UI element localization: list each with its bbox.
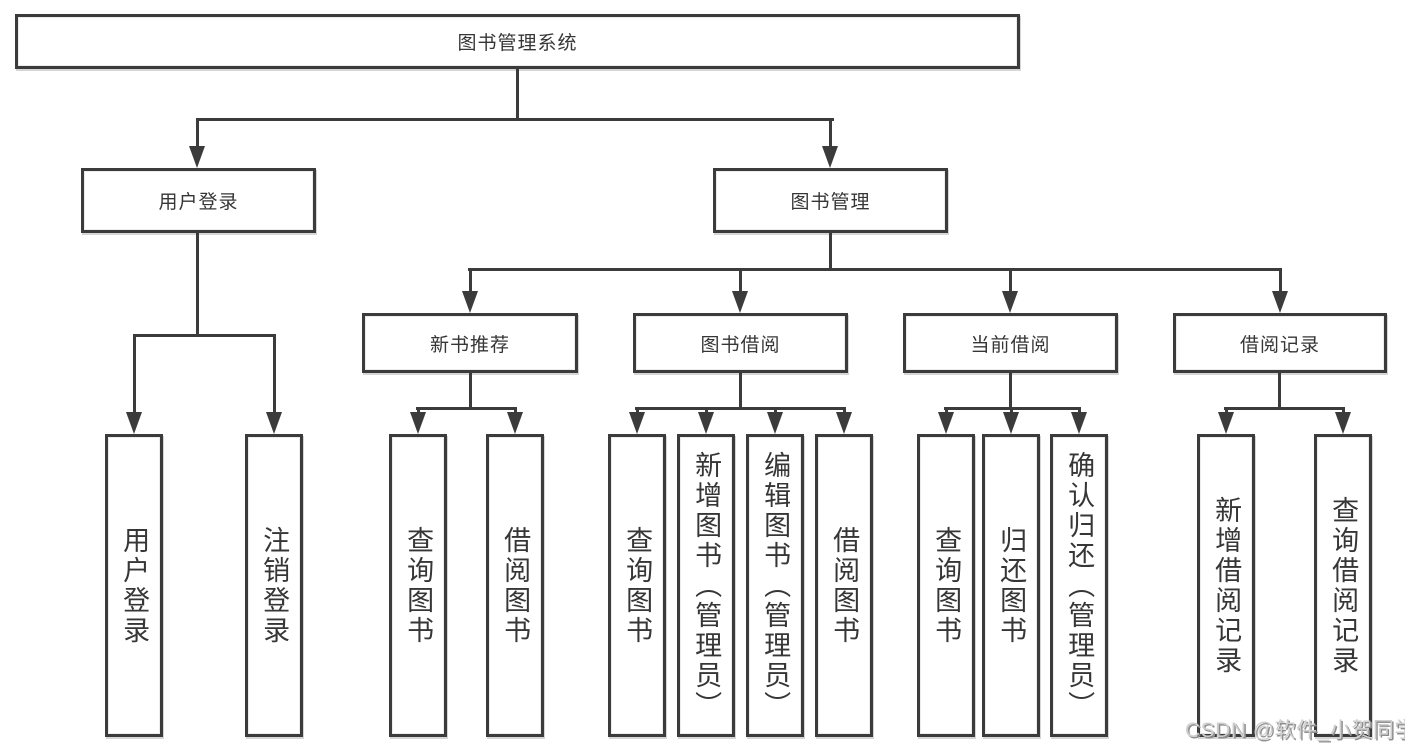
arrow-down-icon: [1071, 412, 1087, 434]
leaf-current-query: 查询图书: [917, 434, 975, 737]
node-current-borrow: 当前借阅: [903, 313, 1118, 373]
node-label: 当前借阅: [970, 334, 1051, 356]
node-label: 注销登录: [259, 525, 290, 646]
connector-leaf-drop: [1225, 407, 1228, 415]
connector-group-stem: [469, 373, 472, 409]
connector-leaf-drop: [1010, 407, 1013, 415]
connector-leaf-drop: [417, 407, 420, 415]
leaf-newbooks-borrow: 借阅图书: [486, 434, 544, 737]
node-label: 查询图书: [931, 525, 962, 646]
connector-group-drop: [1009, 268, 1012, 293]
node-label: 图书借阅: [700, 334, 781, 356]
node-label: 图书管理: [790, 192, 871, 213]
arrow-down-icon: [410, 412, 426, 434]
node-label: 借阅图书: [829, 525, 860, 646]
node-label: 借阅记录: [1239, 334, 1320, 356]
node-label: 查询借阅记录: [1328, 495, 1359, 676]
connector-leaf-rail: [1224, 407, 1345, 410]
arrow-down-icon: [629, 412, 645, 434]
node-book-management: 图书管理: [713, 168, 948, 233]
node-book-borrow: 图书借阅: [633, 313, 848, 373]
csdn-watermark: CSDN @软件_小贺同学: [1185, 719, 1405, 742]
leaf-logout: 注销登录: [245, 434, 303, 737]
arrow-down-icon: [126, 412, 142, 434]
arrow-down-icon: [507, 412, 523, 434]
arrow-down-icon: [462, 291, 478, 313]
node-label: 归还图书: [996, 525, 1027, 646]
arrow-down-icon: [1272, 291, 1288, 313]
node-label: 借阅图书: [500, 525, 531, 646]
connector-mgmt-stem: [829, 233, 832, 271]
node-new-book-recommend: 新书推荐: [362, 313, 578, 373]
connector-login-rail: [133, 334, 276, 337]
connector-root-stem: [516, 68, 519, 121]
connector-group-drop: [739, 268, 742, 293]
leaf-borrow-borrow: 借阅图书: [815, 434, 873, 737]
arrow-down-icon: [189, 146, 205, 168]
node-label: 查询图书: [403, 525, 434, 646]
node-label: 新增图书（管理员）: [691, 450, 722, 721]
arrow-down-icon: [698, 412, 714, 434]
leaf-records-query: 查询借阅记录: [1314, 434, 1372, 737]
connector-leaf-rail: [635, 407, 846, 410]
arrow-down-icon: [266, 412, 282, 434]
leaf-user-login: 用户登录: [105, 434, 163, 737]
connector-group-stem: [739, 373, 742, 409]
arrow-down-icon: [822, 146, 838, 168]
leaf-records-add: 新增借阅记录: [1197, 434, 1255, 737]
node-label: 编辑图书（管理员）: [760, 450, 791, 721]
node-label: 用户登录: [119, 525, 150, 646]
leaf-newbooks-query: 查询图书: [389, 434, 447, 737]
leaf-borrow-query: 查询图书: [608, 434, 666, 737]
leaf-current-confirm-admin: 确认归还（管理员）: [1050, 434, 1108, 737]
connector-leaf-drop: [945, 407, 948, 415]
connector-leaf-drop: [705, 407, 708, 415]
node-label: 新书推荐: [429, 334, 510, 356]
leaf-borrow-edit-admin: 编辑图书（管理员）: [746, 434, 804, 737]
leaf-borrow-add-admin: 新增图书（管理员）: [677, 434, 735, 737]
connector-leaf-drop: [636, 407, 639, 415]
arrow-down-icon: [767, 412, 783, 434]
arrow-down-icon: [836, 412, 852, 434]
node-label: 查询图书: [622, 525, 653, 646]
connector-group-stem: [1009, 373, 1012, 409]
connector-leaf-drop: [514, 407, 517, 415]
node-label: 新增借阅记录: [1211, 495, 1242, 676]
node-label: 用户登录: [158, 192, 239, 213]
arrow-down-icon: [732, 291, 748, 313]
node-root: 图书管理系统: [15, 14, 1020, 69]
connector-login-stem: [196, 233, 199, 336]
node-label: 确认归还（管理员）: [1064, 450, 1095, 721]
connector-leaf-drop: [133, 334, 136, 414]
node-label: 图书管理系统: [457, 33, 578, 54]
connector-leaf-drop: [843, 407, 846, 415]
connector-group-drop: [469, 268, 472, 293]
arrow-down-icon: [1218, 412, 1234, 434]
arrow-down-icon: [1335, 412, 1351, 434]
arrow-down-icon: [1003, 412, 1019, 434]
connector-leaf-drop: [1342, 407, 1345, 415]
node-borrow-records: 借阅记录: [1173, 313, 1387, 373]
node-user-login: 用户登录: [81, 168, 316, 233]
connector-leaf-drop: [774, 407, 777, 415]
connector-leaf-drop: [273, 334, 276, 414]
connector-login-drop: [196, 118, 199, 150]
connector-mgmt-drop: [829, 118, 832, 150]
arrow-down-icon: [1002, 291, 1018, 313]
connector-group-stem: [1278, 373, 1281, 409]
connector-level3-rail: [468, 268, 1282, 271]
leaf-current-return: 归还图书: [982, 434, 1040, 737]
connector-level1-rail: [196, 118, 834, 121]
connector-group-drop: [1279, 268, 1282, 293]
arrow-down-icon: [938, 412, 954, 434]
connector-leaf-rail: [416, 407, 517, 410]
connector-leaf-drop: [1078, 407, 1081, 415]
